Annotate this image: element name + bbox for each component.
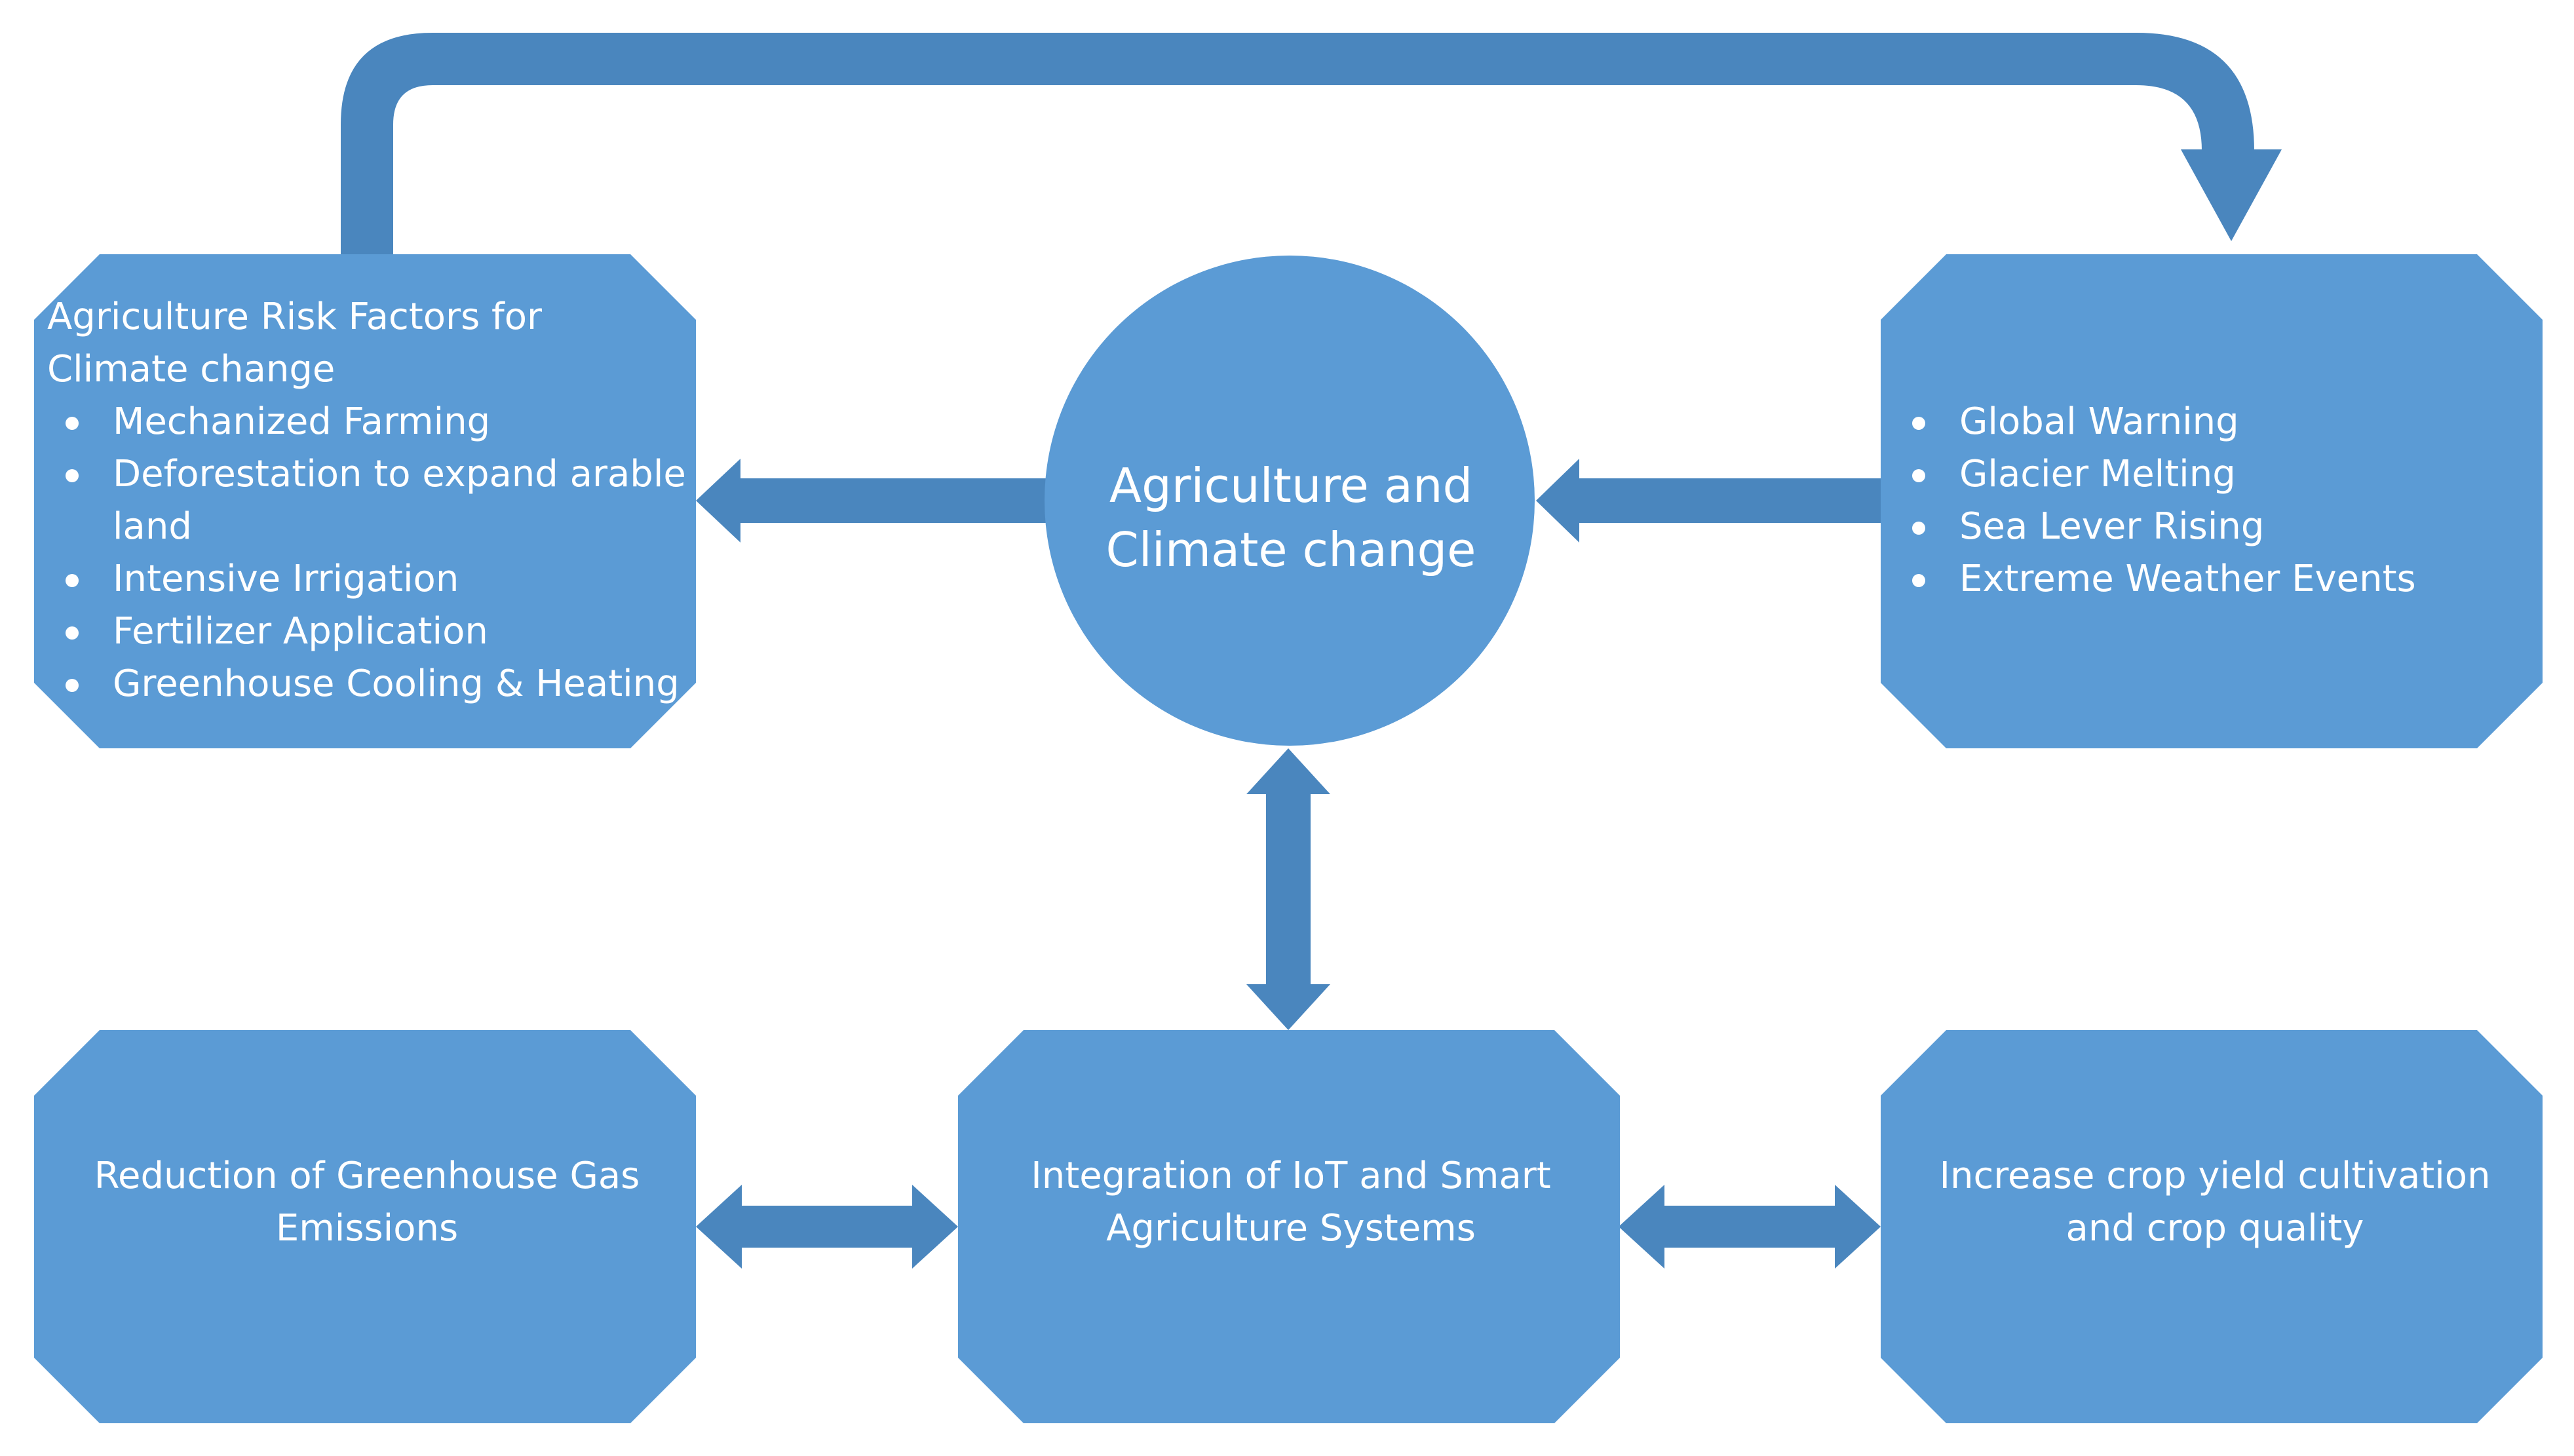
nodes-layer [34, 254, 2543, 1423]
top-loop-arrow-head [2181, 149, 2282, 241]
effects-list: Global Warning Glacier Melting Sea Lever… [1894, 396, 2484, 605]
center-circle [1045, 256, 1535, 746]
risk-factor-item: Fertilizer Application [47, 605, 689, 658]
risk-factor-item: Intensive Irrigation [47, 553, 689, 605]
effects-text: Global Warning Glacier Melting Sea Lever… [1894, 396, 2484, 605]
arrow-integration-yield [1619, 1185, 1881, 1269]
effects-box [1881, 254, 2543, 748]
integration-box [958, 1030, 1620, 1423]
risk-factors-title: Agriculture Risk Factors for Climate cha… [47, 296, 543, 391]
yield-box [1881, 1030, 2543, 1423]
integration-box-label: Integration of IoT and Smart Agriculture… [1031, 1155, 1551, 1250]
risk-factor-item: Mechanized Farming [47, 396, 689, 448]
top-loop-arrow-shaft [341, 33, 2254, 256]
yield-box-label: Increase crop yield cultivation and crop… [1939, 1155, 2491, 1250]
risk-factors-box [34, 254, 696, 748]
risk-factor-item: Greenhouse Cooling & Heating [47, 658, 689, 710]
reduction-box [34, 1030, 696, 1423]
risk-factors-list: Mechanized Farming Deforestation to expa… [47, 396, 689, 710]
risk-factors-text: Agriculture Risk Factors for Climate cha… [47, 291, 689, 710]
effect-item: Glacier Melting [1894, 448, 2484, 501]
arrows-layer [341, 33, 2282, 1269]
reduction-box-label: Reduction of Greenhouse Gas Emissions [94, 1155, 640, 1250]
effect-item: Global Warning [1894, 396, 2484, 448]
arrow-effects-to-center [1536, 459, 1881, 543]
arrow-center-integration [1246, 748, 1330, 1030]
effect-item: Extreme Weather Events [1894, 553, 2484, 605]
risk-factor-item: Deforestation to expand arable land [47, 448, 689, 553]
center-circle-label: Agriculture and Climate change [1105, 458, 1476, 577]
arrow-reduction-integration [696, 1185, 958, 1269]
arrow-center-to-risk [696, 459, 1047, 543]
effect-item: Sea Lever Rising [1894, 501, 2484, 553]
